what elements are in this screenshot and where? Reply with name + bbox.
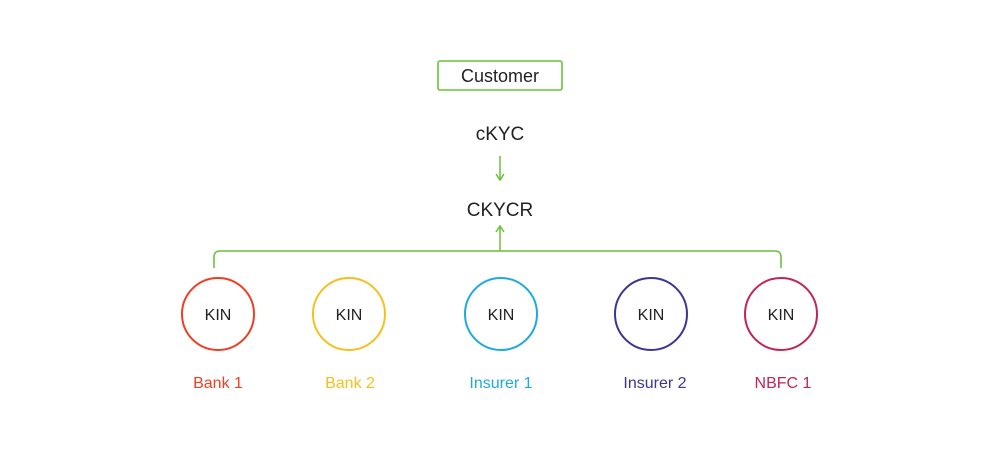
kin-circle — [744, 277, 818, 351]
kin-circle — [312, 277, 386, 351]
kin-circle — [464, 277, 538, 351]
kin-label: KIN — [638, 307, 665, 324]
kin-label: KIN — [336, 307, 363, 324]
down-arrow-icon — [495, 156, 505, 182]
kin-circle — [181, 277, 255, 351]
entity-name-bank-1: Bank 1 — [193, 375, 243, 392]
entity-node-nbfc-1: KIN — [744, 277, 818, 351]
kin-circle — [614, 277, 688, 351]
ckyc-label: cKYC — [476, 124, 525, 145]
entity-node-insurer-1: KIN — [464, 277, 538, 351]
entity-node-bank-2: KIN — [312, 277, 386, 351]
bracket-connector — [213, 250, 782, 268]
entity-name-insurer-1: Insurer 1 — [469, 375, 532, 392]
customer-box — [437, 60, 563, 91]
kin-label: KIN — [205, 307, 232, 324]
customer-label: Customer — [461, 66, 539, 86]
entity-node-bank-1: KIN — [181, 277, 255, 351]
kin-label: KIN — [488, 307, 515, 324]
entity-name-bank-2: Bank 2 — [325, 375, 375, 392]
entity-name-insurer-2: Insurer 2 — [623, 375, 686, 392]
ckycr-label: CKYCR — [467, 200, 534, 221]
up-arrow-icon — [495, 224, 505, 251]
kin-label: KIN — [768, 307, 795, 324]
entity-node-insurer-2: KIN — [614, 277, 688, 351]
entity-name-nbfc-1: NBFC 1 — [755, 375, 812, 392]
